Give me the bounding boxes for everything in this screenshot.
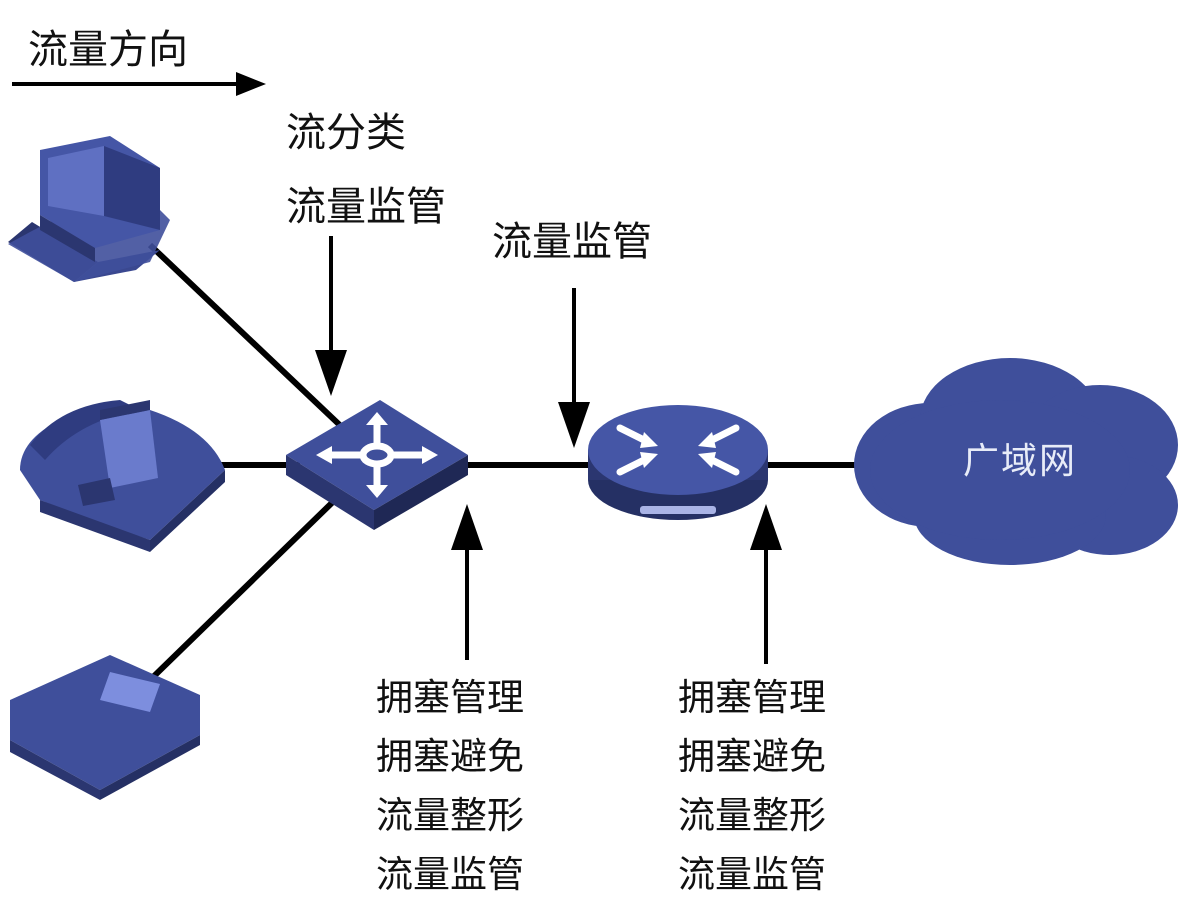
- router-bottom-label: 拥塞避免: [678, 735, 826, 778]
- arrow-switch-bottom: [451, 504, 483, 660]
- pc-icon: [8, 136, 170, 282]
- policy-arrows: [315, 236, 782, 664]
- switch-top-label: 流分类: [286, 110, 406, 156]
- ip-phone-icon: [20, 400, 225, 552]
- router-top-label: 流量监管: [492, 219, 652, 265]
- wan-label: 广域网: [962, 441, 1077, 482]
- arrow-switch-top: [315, 236, 347, 396]
- router-bottom-label: 流量整形: [678, 794, 826, 837]
- wan-cloud-icon: [854, 358, 1178, 565]
- router-icon: [588, 405, 768, 520]
- arrow-router-bottom: [750, 504, 782, 664]
- switch-icon: [286, 400, 468, 530]
- arrow-router-top: [558, 288, 590, 448]
- flow-direction-label: 流量方向: [28, 27, 188, 73]
- router-bottom-labels: 拥塞管理 拥塞避免 流量整形 流量监管: [678, 668, 826, 904]
- switch-bottom-label: 拥塞避免: [376, 735, 524, 778]
- telephone-icon: [10, 655, 200, 800]
- flow-direction-arrow: [12, 72, 266, 96]
- link-pc-switch: [147, 242, 348, 433]
- switch-top-label: 流量监管: [286, 184, 446, 230]
- switch-bottom-label: 流量监管: [376, 853, 524, 896]
- router-bottom-label: 拥塞管理: [678, 676, 826, 719]
- switch-bottom-label: 拥塞管理: [376, 676, 524, 719]
- switch-bottom-label: 流量整形: [376, 794, 524, 837]
- switch-bottom-labels: 拥塞管理 拥塞避免 流量整形 流量监管: [376, 668, 524, 904]
- switch-top-labels: 流分类 流量监管: [286, 96, 446, 244]
- link-phone-switch: [147, 492, 343, 683]
- router-bottom-label: 流量监管: [678, 853, 826, 896]
